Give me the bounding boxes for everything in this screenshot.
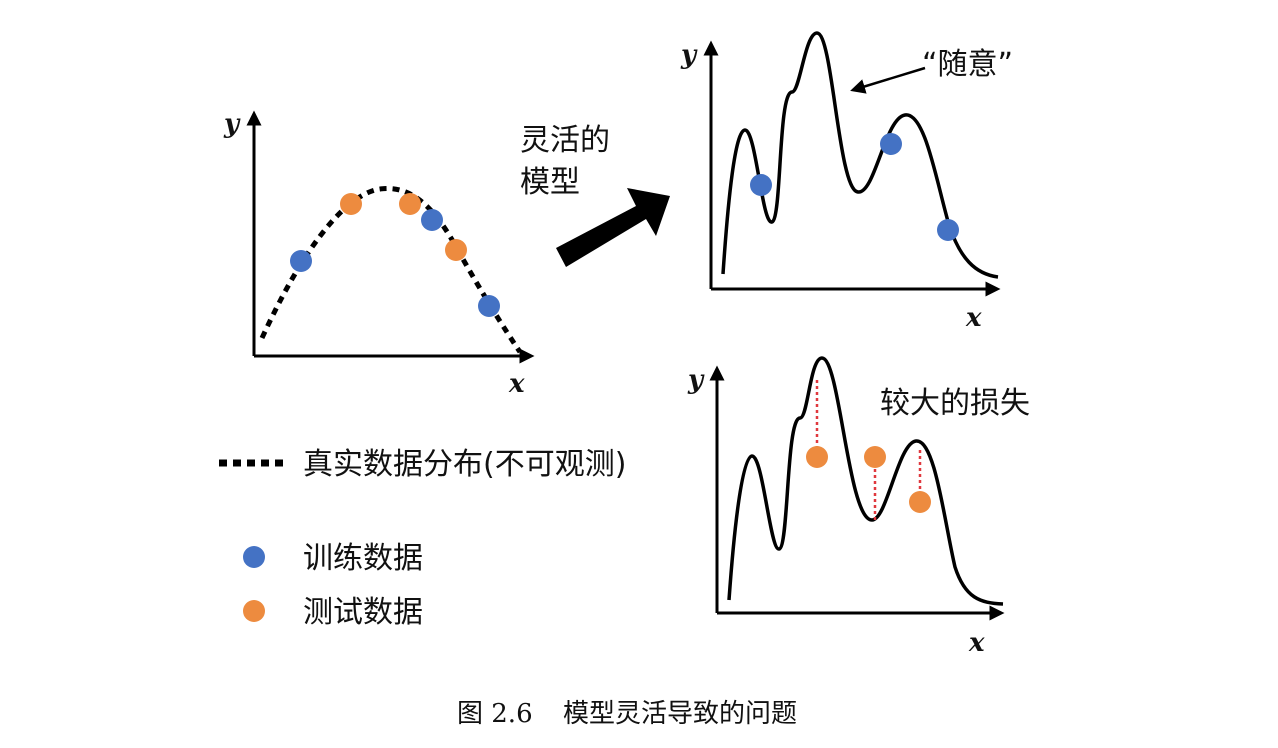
top-right-y-label: y	[680, 40, 698, 70]
legend-test-label: 测试数据	[303, 595, 423, 630]
bottom-right-y-label: y	[687, 365, 705, 395]
left-y-label: y	[223, 109, 241, 139]
train-point	[937, 219, 959, 241]
legend-train-dot-icon	[243, 546, 265, 568]
flexible-model-arrow: 灵活的 模型	[520, 123, 670, 267]
panel-left: y x	[223, 109, 535, 399]
overfit-curve	[721, 31, 999, 279]
test-point	[340, 193, 362, 215]
panel-bottom-right: y x 较大的损失	[687, 356, 1030, 658]
big-arrow-icon	[556, 188, 670, 267]
caption-title: 模型灵活导致的问题	[563, 699, 797, 729]
annotation-arrow	[850, 66, 926, 94]
caption-number: 图 2.6	[457, 699, 533, 729]
bottom-right-x-label: x	[968, 628, 985, 658]
test-point	[445, 239, 467, 261]
panel-top-right: y x “随意”	[680, 31, 1013, 333]
train-point	[750, 174, 772, 196]
test-point	[909, 491, 931, 513]
legend-true-distribution-label: 真实数据分布(不可观测)	[303, 447, 626, 482]
train-point	[290, 250, 312, 272]
train-point	[421, 209, 443, 231]
overfit-curve	[727, 356, 1004, 606]
random-annotation: “随意”	[922, 47, 1013, 82]
large-loss-annotation: 较大的损失	[880, 386, 1030, 421]
top-right-x-label: x	[965, 303, 982, 333]
arrow-label-line2: 模型	[520, 165, 580, 200]
left-x-label: x	[508, 369, 525, 399]
test-point	[806, 446, 828, 468]
figure-caption: 图 2.6 模型灵活导致的问题	[457, 699, 797, 729]
arrow-label-line1: 灵活的	[520, 123, 610, 158]
train-point	[880, 133, 902, 155]
train-point	[478, 295, 500, 317]
test-point	[399, 193, 421, 215]
test-point	[864, 446, 886, 468]
legend-test-dot-icon	[243, 600, 265, 622]
legend-train-label: 训练数据	[303, 541, 423, 576]
legend: 真实数据分布(不可观测) 训练数据 测试数据	[219, 447, 626, 630]
